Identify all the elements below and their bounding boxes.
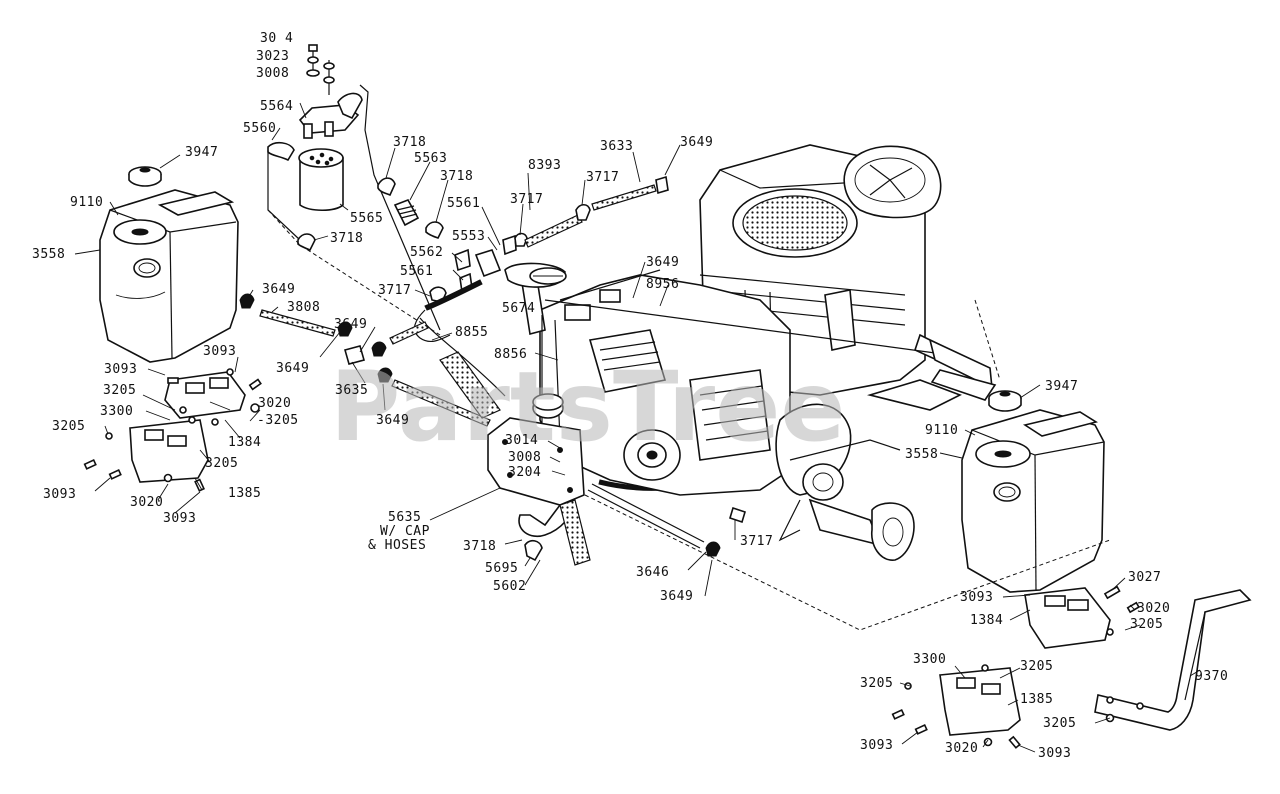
part-label: 5674 <box>502 301 535 316</box>
part-label: 3633 <box>600 139 633 154</box>
part-label: 1385 <box>228 486 261 501</box>
leader-lines <box>74 102 1201 753</box>
part-label: 3649 <box>680 135 713 150</box>
part-label: 1385 <box>1020 692 1053 707</box>
fuel-cap-left <box>128 166 162 187</box>
part-label: 3093 <box>860 738 893 753</box>
part-label: 5561 <box>400 264 433 279</box>
part-label: 3649 <box>334 317 367 332</box>
part-label: 5563 <box>414 151 447 166</box>
part-label: 3649 <box>262 282 295 297</box>
part-label: 3300 <box>100 404 133 419</box>
part-label: 3093 <box>960 590 993 605</box>
part-label: 3558 <box>32 247 65 262</box>
part-label: 3646 <box>636 565 669 580</box>
part-label: 3020 <box>1137 601 1170 616</box>
part-label: 3718 <box>463 539 496 554</box>
part-label: 3008 <box>256 66 289 81</box>
part-label: 3558 <box>905 447 938 462</box>
part-label: 3947 <box>1045 379 1078 394</box>
part-label: 3023 <box>256 49 289 64</box>
phantom-outline <box>267 209 1111 631</box>
part-label: 3717 <box>378 283 411 298</box>
part-label: 8856 <box>494 347 527 362</box>
support-bar <box>1094 589 1252 731</box>
part-label: 3300 <box>913 652 946 667</box>
part-label: 3093 <box>203 344 236 359</box>
part-label: 5565 <box>350 211 383 226</box>
part-label: 9110 <box>925 423 958 438</box>
part-label: 5602 <box>493 579 526 594</box>
part-label: 3717 <box>510 192 543 207</box>
part-label: 5695 <box>485 561 518 576</box>
part-label: 5560 <box>243 121 276 136</box>
part-label: 5635 <box>388 510 421 525</box>
part-label: 3718 <box>440 169 473 184</box>
part-label: 3027 <box>1128 570 1161 585</box>
tank-bracket-right <box>891 585 1140 749</box>
part-label: 3649 <box>276 361 309 376</box>
part-label: 3205 <box>1020 659 1053 674</box>
part-label: 8393 <box>528 158 561 173</box>
part-label: 3717 <box>586 170 619 185</box>
fuel-tank-left <box>99 189 239 363</box>
part-label: 3093 <box>43 487 76 502</box>
part-label: 1384 <box>228 435 261 450</box>
part-label: 3947 <box>185 145 218 160</box>
part-label: 3093 <box>163 511 196 526</box>
part-label: -3205 <box>257 413 299 428</box>
tank-bracket-front <box>487 417 591 566</box>
part-label: 1384 <box>970 613 1003 628</box>
part-label: 3205 <box>205 456 238 471</box>
part-label: 5564 <box>260 99 293 114</box>
part-label: 8855 <box>455 325 488 340</box>
part-label: 5553 <box>452 229 485 244</box>
part-label: 5562 <box>410 245 443 260</box>
part-label: 8956 <box>646 277 679 292</box>
part-label: 3205 <box>860 676 893 691</box>
fuel-cap-right <box>988 390 1022 412</box>
part-labels: 30 4 3023 3008 5564 5560 3947 9110 3558 … <box>32 31 1228 761</box>
transmission-assembly <box>504 262 997 561</box>
part-label: 3649 <box>376 413 409 428</box>
part-label: 3020 <box>258 396 291 411</box>
part-label: 5561 <box>447 196 480 211</box>
part-label: 3649 <box>646 255 679 270</box>
part-label: 3718 <box>393 135 426 150</box>
part-label: 3718 <box>330 231 363 246</box>
part-label: 3093 <box>1038 746 1071 761</box>
part-label: 3808 <box>287 300 320 315</box>
part-label: 3205 <box>52 419 85 434</box>
part-label: 3649 <box>660 589 693 604</box>
part-label: 9370 <box>1195 669 1228 684</box>
watermark: PartsTree <box>330 351 845 463</box>
part-label: 3204 <box>508 465 541 480</box>
part-label: 3093 <box>104 362 137 377</box>
part-label: 3014 <box>505 433 538 448</box>
part-label: W/ CAP <box>380 524 430 539</box>
tank-bracket-left <box>83 368 262 492</box>
part-label: 3020 <box>130 495 163 510</box>
part-label: 3020 <box>945 741 978 756</box>
part-label: 3205 <box>1043 716 1076 731</box>
part-label: 3635 <box>335 383 368 398</box>
part-label: 3205 <box>103 383 136 398</box>
fuel-filter-assembly <box>267 44 441 331</box>
part-label: 3717 <box>740 534 773 549</box>
part-label: 30 4 <box>260 31 293 46</box>
fuel-tank-right <box>961 409 1105 593</box>
part-label: & HOSES <box>368 538 426 553</box>
part-label: 3008 <box>508 450 541 465</box>
part-label: 9110 <box>70 195 103 210</box>
part-label: 3205 <box>1130 617 1163 632</box>
